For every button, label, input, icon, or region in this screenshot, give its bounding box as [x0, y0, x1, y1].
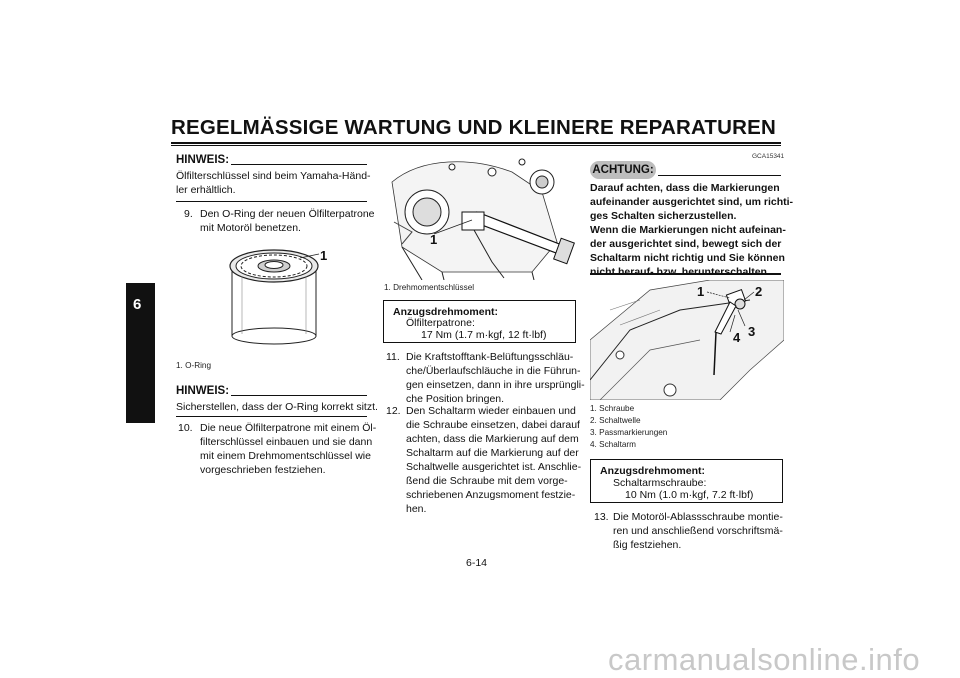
- step-number: 11.: [386, 351, 400, 363]
- step-text: Die neue Ölfilterpatrone mit einem Öl- f…: [200, 422, 377, 476]
- warning-rule: [658, 175, 781, 176]
- figure-callout-1: 1: [697, 284, 705, 299]
- torque-heading: Anzugsdrehmoment:: [393, 306, 498, 318]
- step-number: 9.: [184, 208, 193, 220]
- oil-filter-illustration: [229, 249, 320, 345]
- figure-callout: 1: [320, 248, 328, 263]
- title-underline: [171, 142, 781, 144]
- step-text: Die Kraftstofftank-Belüftungsschläu- che…: [406, 351, 585, 405]
- step-text: Die Motoröl-Ablassschraube montie- ren u…: [613, 511, 783, 551]
- torque-wrench-illustration: [382, 152, 576, 280]
- figure-captions: 1. Schraube 2. Schaltwelle 3. Passmarkie…: [590, 404, 668, 449]
- note-label: HINWEIS:: [176, 385, 230, 397]
- note-rule: [231, 395, 367, 396]
- note-label: HINWEIS:: [176, 154, 230, 166]
- step-text: Den Schaltarm wieder einbauen und die Sc…: [406, 405, 582, 515]
- note-end-rule: [176, 416, 367, 417]
- title-underline-thin: [171, 145, 781, 146]
- figure-callout-4: 4: [733, 330, 741, 345]
- watermark: carmanualsonline.info: [608, 642, 921, 677]
- achtung-badge: ACHTUNG:: [590, 161, 656, 179]
- note-text: Sicherstellen, dass der O-Ring korrekt s…: [176, 401, 378, 413]
- step-number: 10.: [178, 422, 193, 434]
- page-number: 6-14: [466, 557, 488, 569]
- warning-text: Darauf achten, dass die Markierungen auf…: [590, 182, 794, 278]
- torque-spec-box: Anzugsdrehmoment: Schaltarmschraube: 10 …: [590, 459, 783, 503]
- note-end-rule: [176, 201, 367, 202]
- chapter-number: 6: [133, 296, 142, 313]
- torque-value: 17 Nm (1.7 m·kgf, 12 ft·lbf): [421, 329, 547, 341]
- figure-caption: 1. Drehmomentschlüssel: [384, 283, 475, 292]
- step-number: 13.: [594, 511, 609, 523]
- figure-callout-3: 3: [748, 324, 756, 339]
- figure-caption: 1. O-Ring: [176, 361, 212, 370]
- note-text: Ölfilterschlüssel sind beim Yamaha-Händ-…: [176, 170, 371, 196]
- figure-callout-2: 2: [755, 284, 763, 299]
- step-text: Den O-Ring der neuen Ölfilterpatrone mit…: [200, 208, 375, 234]
- note-rule: [231, 164, 367, 165]
- shift-arm-illustration: [590, 280, 784, 400]
- step-number: 12.: [386, 405, 401, 417]
- torque-value: 10 Nm (1.0 m·kgf, 7.2 ft·lbf): [625, 489, 754, 501]
- figure-callout: 1: [430, 232, 438, 247]
- reference-code: GCA15341: [752, 153, 785, 160]
- chapter-tab: [126, 283, 155, 423]
- torque-heading: Anzugsdrehmoment:: [600, 465, 705, 477]
- torque-spec-box: Anzugsdrehmoment: Ölfilterpatrone: 17 Nm…: [383, 300, 576, 343]
- torque-item: Ölfilterpatrone:: [406, 317, 475, 329]
- page-title: REGELMÄSSIGE WARTUNG UND KLEINERE REPARA…: [171, 116, 777, 139]
- warning-end-rule: [590, 273, 781, 275]
- torque-item: Schaltarmschraube:: [613, 477, 707, 489]
